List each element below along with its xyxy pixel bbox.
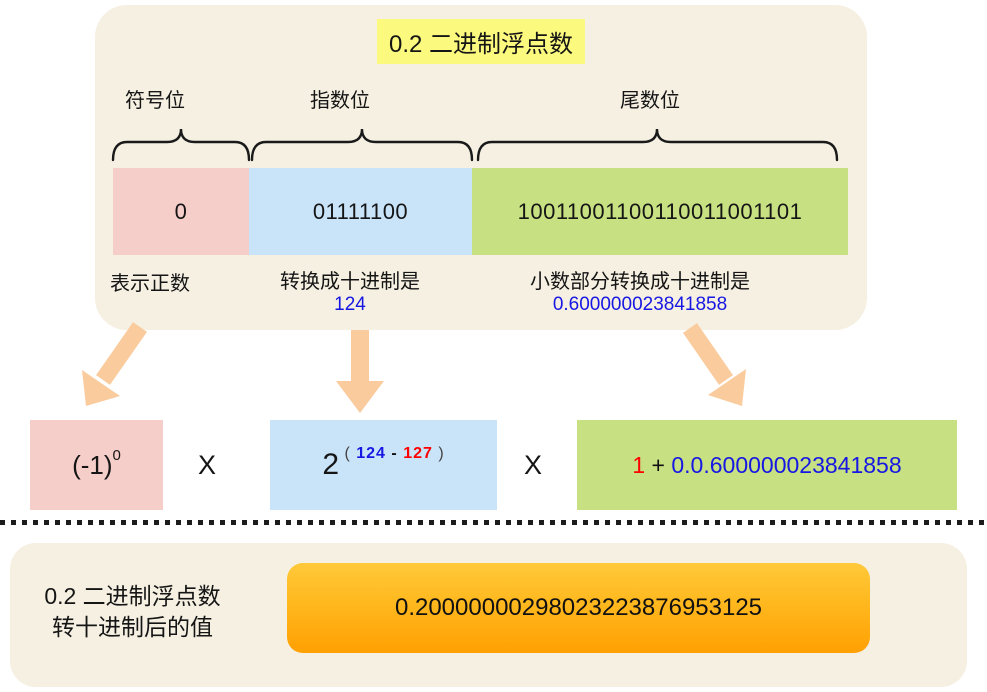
sign-label: 符号位	[125, 90, 185, 112]
exponent-note: 转换成十进制是	[280, 271, 420, 293]
formula-frac-lead: 1	[632, 451, 646, 478]
result-value: 0.20000000298023223876953125	[394, 594, 763, 621]
mantissa-bits: 10011001100110011001101	[517, 198, 803, 224]
formula-exp-bias: 127	[403, 445, 433, 462]
sign-bits-box: 0	[113, 168, 249, 255]
down-arrow-icons	[82, 322, 746, 413]
multiply-sign-1: X	[198, 449, 217, 480]
formula-exp-value: 124	[356, 445, 386, 462]
mantissa-note: 小数部分转换成十进制是	[530, 271, 750, 293]
mantissa-bits-box: 10011001100110011001101	[472, 168, 848, 255]
brace-icons	[111, 128, 839, 162]
close-paren: )	[438, 445, 445, 462]
formula-mantissa-box: 1 + 0.0.600000023841858	[577, 420, 957, 510]
sign-down-arrow-icon	[82, 322, 147, 406]
exponent-bits: 01111100	[312, 198, 409, 224]
exponent-label: 指数位	[310, 90, 370, 112]
mantissa-decimal-value: 0.600000023841858	[552, 294, 728, 315]
formula-sign-base: (-1)	[72, 449, 113, 480]
open-paren: (	[344, 445, 351, 462]
formula-exponent-box: 2 ( 124 - 127 )	[270, 420, 497, 510]
formula-sign-box: (-1)0	[30, 420, 163, 510]
mantissa-brace-icon	[476, 128, 839, 162]
result-caption: 0.2 二进制浮点数 转十进制后的值	[30, 581, 235, 643]
exponent-bits-box: 01111100	[249, 168, 472, 255]
result-caption-line2: 转十进制后的值	[52, 614, 213, 640]
multiply-sign-2: X	[524, 449, 543, 480]
sign-brace-icon	[111, 128, 251, 162]
exponent-brace-icon	[250, 128, 474, 162]
diagram-title: 0.2 二进制浮点数	[376, 19, 586, 64]
mantissa-down-arrow-icon	[683, 323, 746, 406]
mantissa-label: 尾数位	[620, 90, 680, 112]
exponent-down-arrow-icon	[336, 330, 384, 413]
formula-exp-superscript: ( 124 - 127 )	[339, 445, 445, 463]
binary-breakdown-panel: 0.2 二进制浮点数	[95, 5, 867, 330]
formula-sign-exponent: 0	[112, 446, 121, 464]
formula-exp-minus: -	[391, 445, 398, 462]
sign-bits: 0	[174, 198, 188, 224]
dotted-divider	[0, 520, 987, 525]
formula-exp-base: 2	[322, 448, 340, 481]
result-caption-line1: 0.2 二进制浮点数	[44, 583, 221, 609]
exponent-decimal-value: 124	[334, 294, 366, 315]
formula-frac-plus: +	[651, 451, 665, 478]
sign-note: 表示正数	[110, 273, 190, 295]
formula-frac-value: 0.0.600000023841858	[671, 451, 902, 478]
result-value-pill: 0.20000000298023223876953125	[287, 563, 870, 653]
